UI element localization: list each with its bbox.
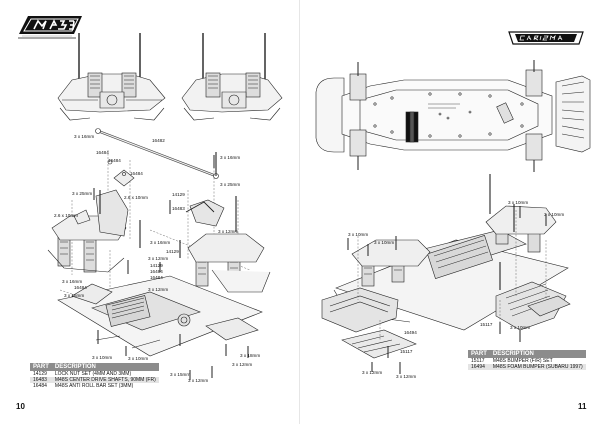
callout-label: 3 x 25mm [72,191,93,196]
part-description: M48S CENTER DRIVE SHAFTS, 90MM (FR) [51,377,159,383]
chassis-plate [57,275,263,357]
callout-label: 3 x 10mm [544,212,565,217]
parts-table-header: PART DESCRIPTION [30,363,159,371]
part-number: 16484 [33,383,47,389]
callout-label: 3 x 12mm [218,229,239,234]
page-number: 10 [16,402,25,411]
chassis-top-view [315,60,591,172]
right-page: 3 x 10mm 3 x 10mm 3 x 10mm 3 x 10mm 1511… [300,0,600,424]
left-page: 16482 3 x 16mm 16484 16484 16484 3 x 16m… [16,16,283,411]
callout-label: 2.6 x 10mm [124,195,148,200]
callout-label: 16484 [74,285,87,290]
callout-label: 3 x 12mm [396,374,417,379]
callout-label: 14129 [166,249,179,254]
callout-label: 3 x 16mm [62,279,83,284]
left-exploded-diagram [47,33,283,380]
column-header-description: DESCRIPTION [51,363,159,371]
callout-label: 15117 [480,322,493,327]
callout-label: 3 x 25mm [220,182,241,187]
part-number: 16494 [468,364,490,370]
callout-label: 14129 [172,192,185,197]
callout-label: 3 x 12mm [148,256,169,261]
table-row: 15117 M48S BUMPER (F/R) SET [468,358,586,364]
right-exploded-diagram [315,60,591,374]
callout-label: 3 x 10mm [348,232,369,237]
assembled-chassis [333,174,569,331]
callout-label: 3 x 10mm [510,325,531,330]
callout-label: 3 x 15mm [170,372,191,377]
part-description: LOCK NUT SET (4MM AND 3MM) [54,371,132,377]
callout-label: 3 x 12mm [232,362,253,367]
callout-label: 3 x 16mm [150,240,171,245]
callout-label: 3 x 12mm [362,370,383,375]
callout-label: 3 x 10mm [128,356,149,361]
callout-label: 16483 [172,206,185,211]
callout-label: 16494 [404,330,417,335]
parts-table: PART DESCRIPTION 15117 M48S BUMPER (F/R)… [468,350,586,370]
callout-label: 3 x 16mm [220,155,241,160]
rear-bumper [495,281,571,331]
callout-label: 16484 [150,269,163,274]
front-shock-group [47,189,141,273]
part-description: M48S ANTI ROLL BAR SET (3MM) [54,383,134,389]
column-header-description: DESCRIPTION [489,350,586,358]
part-number: 14129 [33,371,47,377]
column-header-part: PART [30,363,52,371]
part-number: 16483 [30,377,52,383]
center-drive-shaft [95,128,219,179]
callout-label: 3 x 16mm [74,134,95,139]
callout-label: 2.6 x 10mm [54,213,78,218]
callout-label: 15117 [400,349,413,354]
callout-label: 16484 [108,158,121,163]
callout-label: 3 x 10mm [508,200,529,205]
part-description: M48S FOAM BUMPER (SUBARU 1997) [489,364,586,370]
callout-label: 3 x 16mm [64,293,85,298]
rear-shock-group [179,152,271,293]
table-row: 16483 M48S CENTER DRIVE SHAFTS, 90MM (FR… [30,377,159,383]
callout-label: 14129 [150,263,163,268]
callout-label: 3 x 10mm [374,240,395,245]
callout-label: 16484 [150,275,163,280]
page-number: 11 [578,402,587,411]
parts-table-header: PART DESCRIPTION [468,350,586,358]
callout-label: 16484 [130,171,143,176]
part-number: 15117 [471,358,485,364]
callout-label: 3 x 10mm [92,355,113,360]
table-row: 14129 LOCK NUT SET (4MM AND 3MM) [30,371,159,377]
front-bumper [321,287,417,359]
callout-label: 16484 [96,150,109,155]
front-suspension-view [57,33,166,121]
callout-label: 3 x 18mm [240,353,261,358]
callout-label: 16482 [152,138,165,143]
part-description: M48S BUMPER (F/R) SET [492,358,553,364]
carisma-logo [508,31,584,45]
rear-suspension-view [181,33,283,121]
column-header-part: PART [468,350,490,358]
table-row: 16484 M48S ANTI ROLL BAR SET (3MM) [30,383,159,389]
callout-label: 3 x 12mm [148,287,169,292]
table-row: 16494 M48S FOAM BUMPER (SUBARU 1997) [468,364,586,370]
callout-label: 3 x 12mm [188,378,209,383]
m48s-logo [18,16,82,39]
parts-table: PART DESCRIPTION 14129 LOCK NUT SET (4MM… [30,363,159,389]
